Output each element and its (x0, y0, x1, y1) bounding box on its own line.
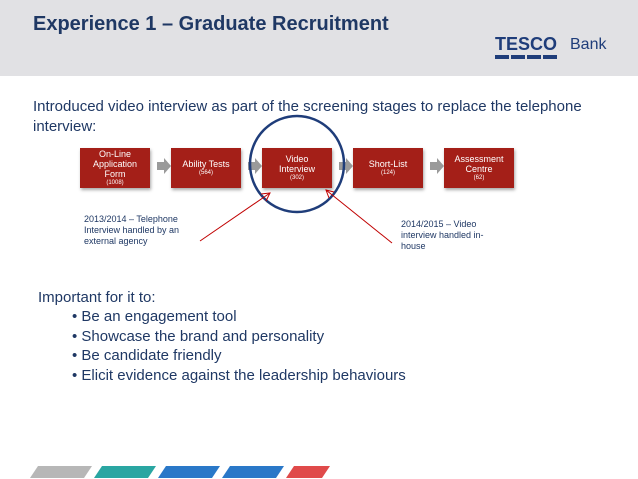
logo-suffix: Bank (570, 36, 607, 53)
video-interview-highlight-circle (248, 114, 346, 214)
slide-title: Experience 1 – Graduate Recruitment (33, 13, 389, 35)
step-count: (564) (198, 170, 213, 176)
step-count: (302) (289, 175, 304, 181)
bullet-list: Be an engagement tool Showcase the brand… (72, 307, 406, 386)
arrow-right-icon (157, 158, 171, 174)
callout-arrow-left (199, 192, 271, 242)
list-item: Be an engagement tool (72, 307, 406, 327)
step-short-list: Short-List (124) (353, 148, 423, 188)
header-band (0, 0, 638, 76)
list-item: Showcase the brand and personality (72, 327, 406, 347)
step-count: (124) (380, 170, 395, 176)
intro-text: Introduced video interview as part of th… (33, 98, 582, 135)
step-label: Assessment Centre (454, 154, 504, 174)
step-label: Short-List (368, 159, 408, 169)
list-item: Elicit evidence against the leadership b… (72, 366, 405, 386)
tesco-bank-logo: TESCO Bank (495, 34, 625, 66)
footer-stripes-decoration (30, 466, 330, 478)
step-label: Ability Tests (182, 159, 230, 169)
step-label: Video Interview (278, 154, 315, 174)
step-ability-tests: Ability Tests (564) (171, 148, 241, 188)
callout-arrow-right (325, 189, 393, 244)
step-assessment-centre: Assessment Centre (62) (444, 148, 514, 188)
note-2014-2015: 2014/2015 – Video interview handled in-h… (401, 219, 484, 251)
step-video-interview: Video Interview (302) (262, 148, 332, 188)
logo-brand: TESCO (495, 34, 558, 54)
step-count: (1008) (106, 180, 124, 186)
step-count: (62) (473, 175, 485, 181)
step-label: On-Line Application Form (92, 149, 138, 179)
arrow-right-icon (430, 158, 444, 174)
list-item: Be candidate friendly (72, 346, 406, 366)
important-heading: Important for it to: (38, 289, 156, 306)
step-online-application: On-Line Application Form (1008) (80, 148, 150, 188)
note-2013-2014: 2013/2014 – Telephone Interview handled … (84, 214, 180, 246)
logo-stripes-icon (495, 55, 557, 59)
